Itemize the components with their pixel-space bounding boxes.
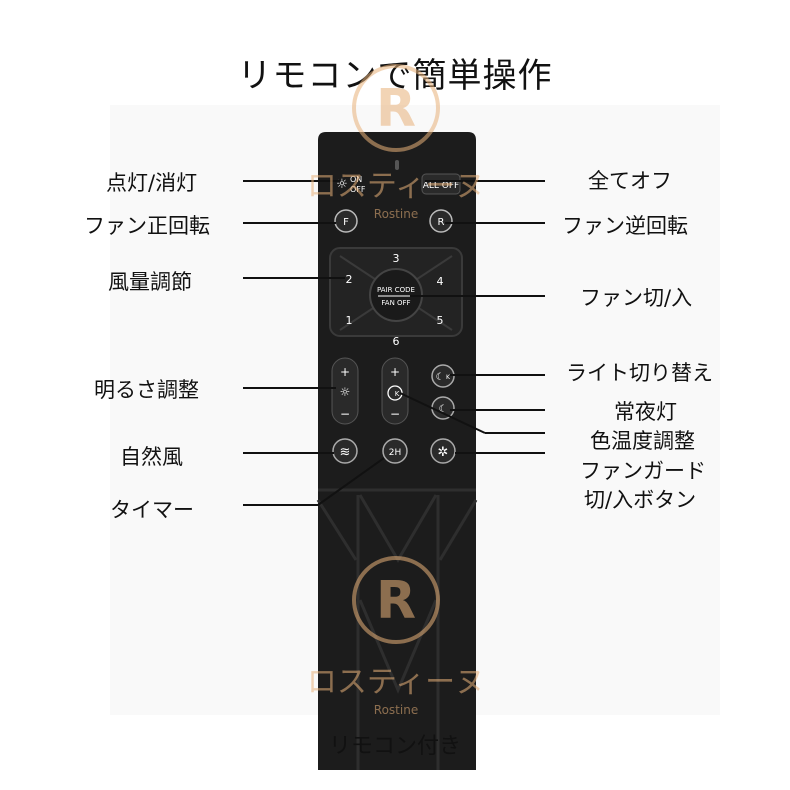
svg-text:OFF: OFF bbox=[350, 185, 366, 194]
svg-text:ロスティーヌ: ロスティーヌ bbox=[307, 665, 485, 700]
page-title: リモコンで簡単操作 bbox=[237, 56, 553, 96]
label-fan-on-off: ファン切/入 bbox=[580, 286, 693, 310]
night-light-button[interactable]: ☾ bbox=[431, 396, 455, 420]
leader-lines bbox=[243, 180, 545, 506]
speed-3: 3 bbox=[393, 252, 400, 265]
svg-text:ロスティーヌ: ロスティーヌ bbox=[307, 169, 485, 204]
svg-text:FAN OFF: FAN OFF bbox=[381, 299, 410, 307]
brightness-rocker[interactable]: + ☼ − bbox=[331, 357, 359, 425]
svg-text:ON: ON bbox=[350, 175, 362, 184]
fan-forward-button[interactable]: F bbox=[334, 209, 358, 233]
all-off-button[interactable]: ALL OFF bbox=[421, 173, 461, 195]
label-power: 点灯/消灯 bbox=[106, 171, 198, 195]
watermark-top: R ロスティーヌ Rostine bbox=[307, 64, 485, 221]
moon-icon: ☾ bbox=[436, 372, 445, 383]
label-all-off: 全てオフ bbox=[588, 169, 672, 193]
label-fan-speed: 風量調節 bbox=[108, 270, 192, 294]
label-fan-guard-button: 切/入ボタン bbox=[584, 488, 697, 512]
svg-text:+: + bbox=[340, 365, 350, 379]
speed-2: 2 bbox=[346, 273, 353, 286]
svg-text:+: + bbox=[390, 365, 400, 379]
speed-5: 5 bbox=[437, 314, 444, 327]
label-fan-forward: ファン正回転 bbox=[84, 214, 210, 238]
svg-text:K: K bbox=[395, 390, 400, 398]
svg-text:K: K bbox=[446, 374, 451, 381]
speed-1: 1 bbox=[346, 314, 353, 327]
svg-text:−: − bbox=[340, 407, 350, 421]
svg-text:−: − bbox=[390, 407, 400, 421]
label-color-temp: 色温度調整 bbox=[590, 429, 695, 453]
fan-reverse-button[interactable]: R bbox=[429, 209, 453, 233]
svg-text:ALL OFF: ALL OFF bbox=[423, 181, 459, 191]
sun-icon: ☼ bbox=[336, 177, 348, 192]
moon-star-icon: ☾ bbox=[439, 404, 448, 415]
label-natural-wind: 自然風 bbox=[120, 445, 183, 469]
svg-text:R: R bbox=[438, 217, 445, 228]
svg-text:2H: 2H bbox=[389, 448, 402, 458]
label-night-light: 常夜灯 bbox=[614, 400, 677, 424]
svg-text:Rostine: Rostine bbox=[374, 207, 418, 221]
svg-text:R: R bbox=[376, 79, 416, 139]
speed-4: 4 bbox=[437, 275, 444, 288]
natural-wind-button[interactable]: ≋ bbox=[332, 438, 358, 464]
watermark-bottom: R ロスティーヌ Rostine bbox=[307, 556, 485, 717]
label-timer: タイマー bbox=[110, 498, 194, 522]
fan-icon: ✲ bbox=[438, 445, 449, 460]
caption: リモコン付き bbox=[328, 734, 461, 759]
label-fan-guard: ファンガード bbox=[580, 459, 706, 483]
fan-guard-button[interactable]: ✲ bbox=[430, 438, 456, 464]
svg-text:Rostine: Rostine bbox=[374, 703, 418, 717]
power-button[interactable]: ☼ ON OFF bbox=[336, 175, 366, 194]
label-fan-reverse: ファン逆回転 bbox=[562, 214, 688, 238]
color-temperature-rocker[interactable]: + K − bbox=[381, 357, 409, 425]
label-brightness: 明るさ調整 bbox=[94, 378, 199, 402]
svg-text:PAIR CODE: PAIR CODE bbox=[377, 286, 415, 294]
indicator-led bbox=[395, 160, 399, 170]
brightness-sun-icon: ☼ bbox=[340, 385, 351, 399]
wind-icon: ≋ bbox=[340, 445, 351, 460]
label-light-switch: ライト切り替え bbox=[566, 361, 713, 385]
svg-text:R: R bbox=[376, 571, 416, 631]
svg-text:F: F bbox=[343, 217, 349, 228]
timer-button[interactable]: 2H bbox=[382, 438, 408, 464]
speed-6: 6 bbox=[393, 335, 400, 348]
